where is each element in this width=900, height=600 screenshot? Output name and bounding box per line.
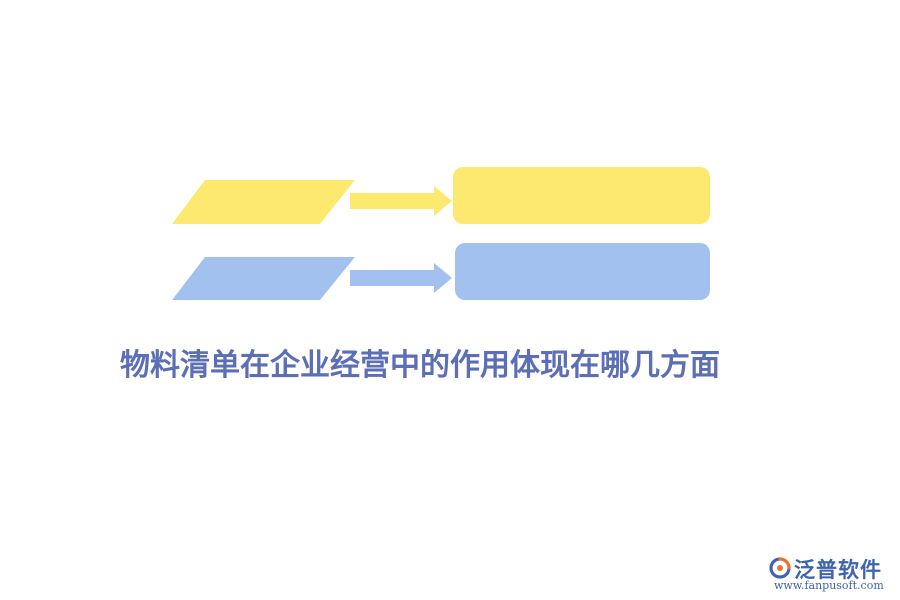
parallelogram-shape-2 [172,257,355,300]
logo-url: www.fanpusoft.com [774,579,884,592]
arrow-right-icon-2 [350,263,452,293]
diagram-title: 物料清单在企业经营中的作用体现在哪几方面 [120,348,720,383]
parallelogram-shape-1 [172,180,355,224]
logo-name: 泛普软件 [794,558,882,582]
result-box-1 [453,167,710,224]
brand-logo: 泛普软件 www.fanpusoft.com [768,552,894,592]
arrow-right-icon-1 [350,186,452,216]
fanpu-logo-icon [769,557,791,579]
result-box-2 [455,243,710,300]
